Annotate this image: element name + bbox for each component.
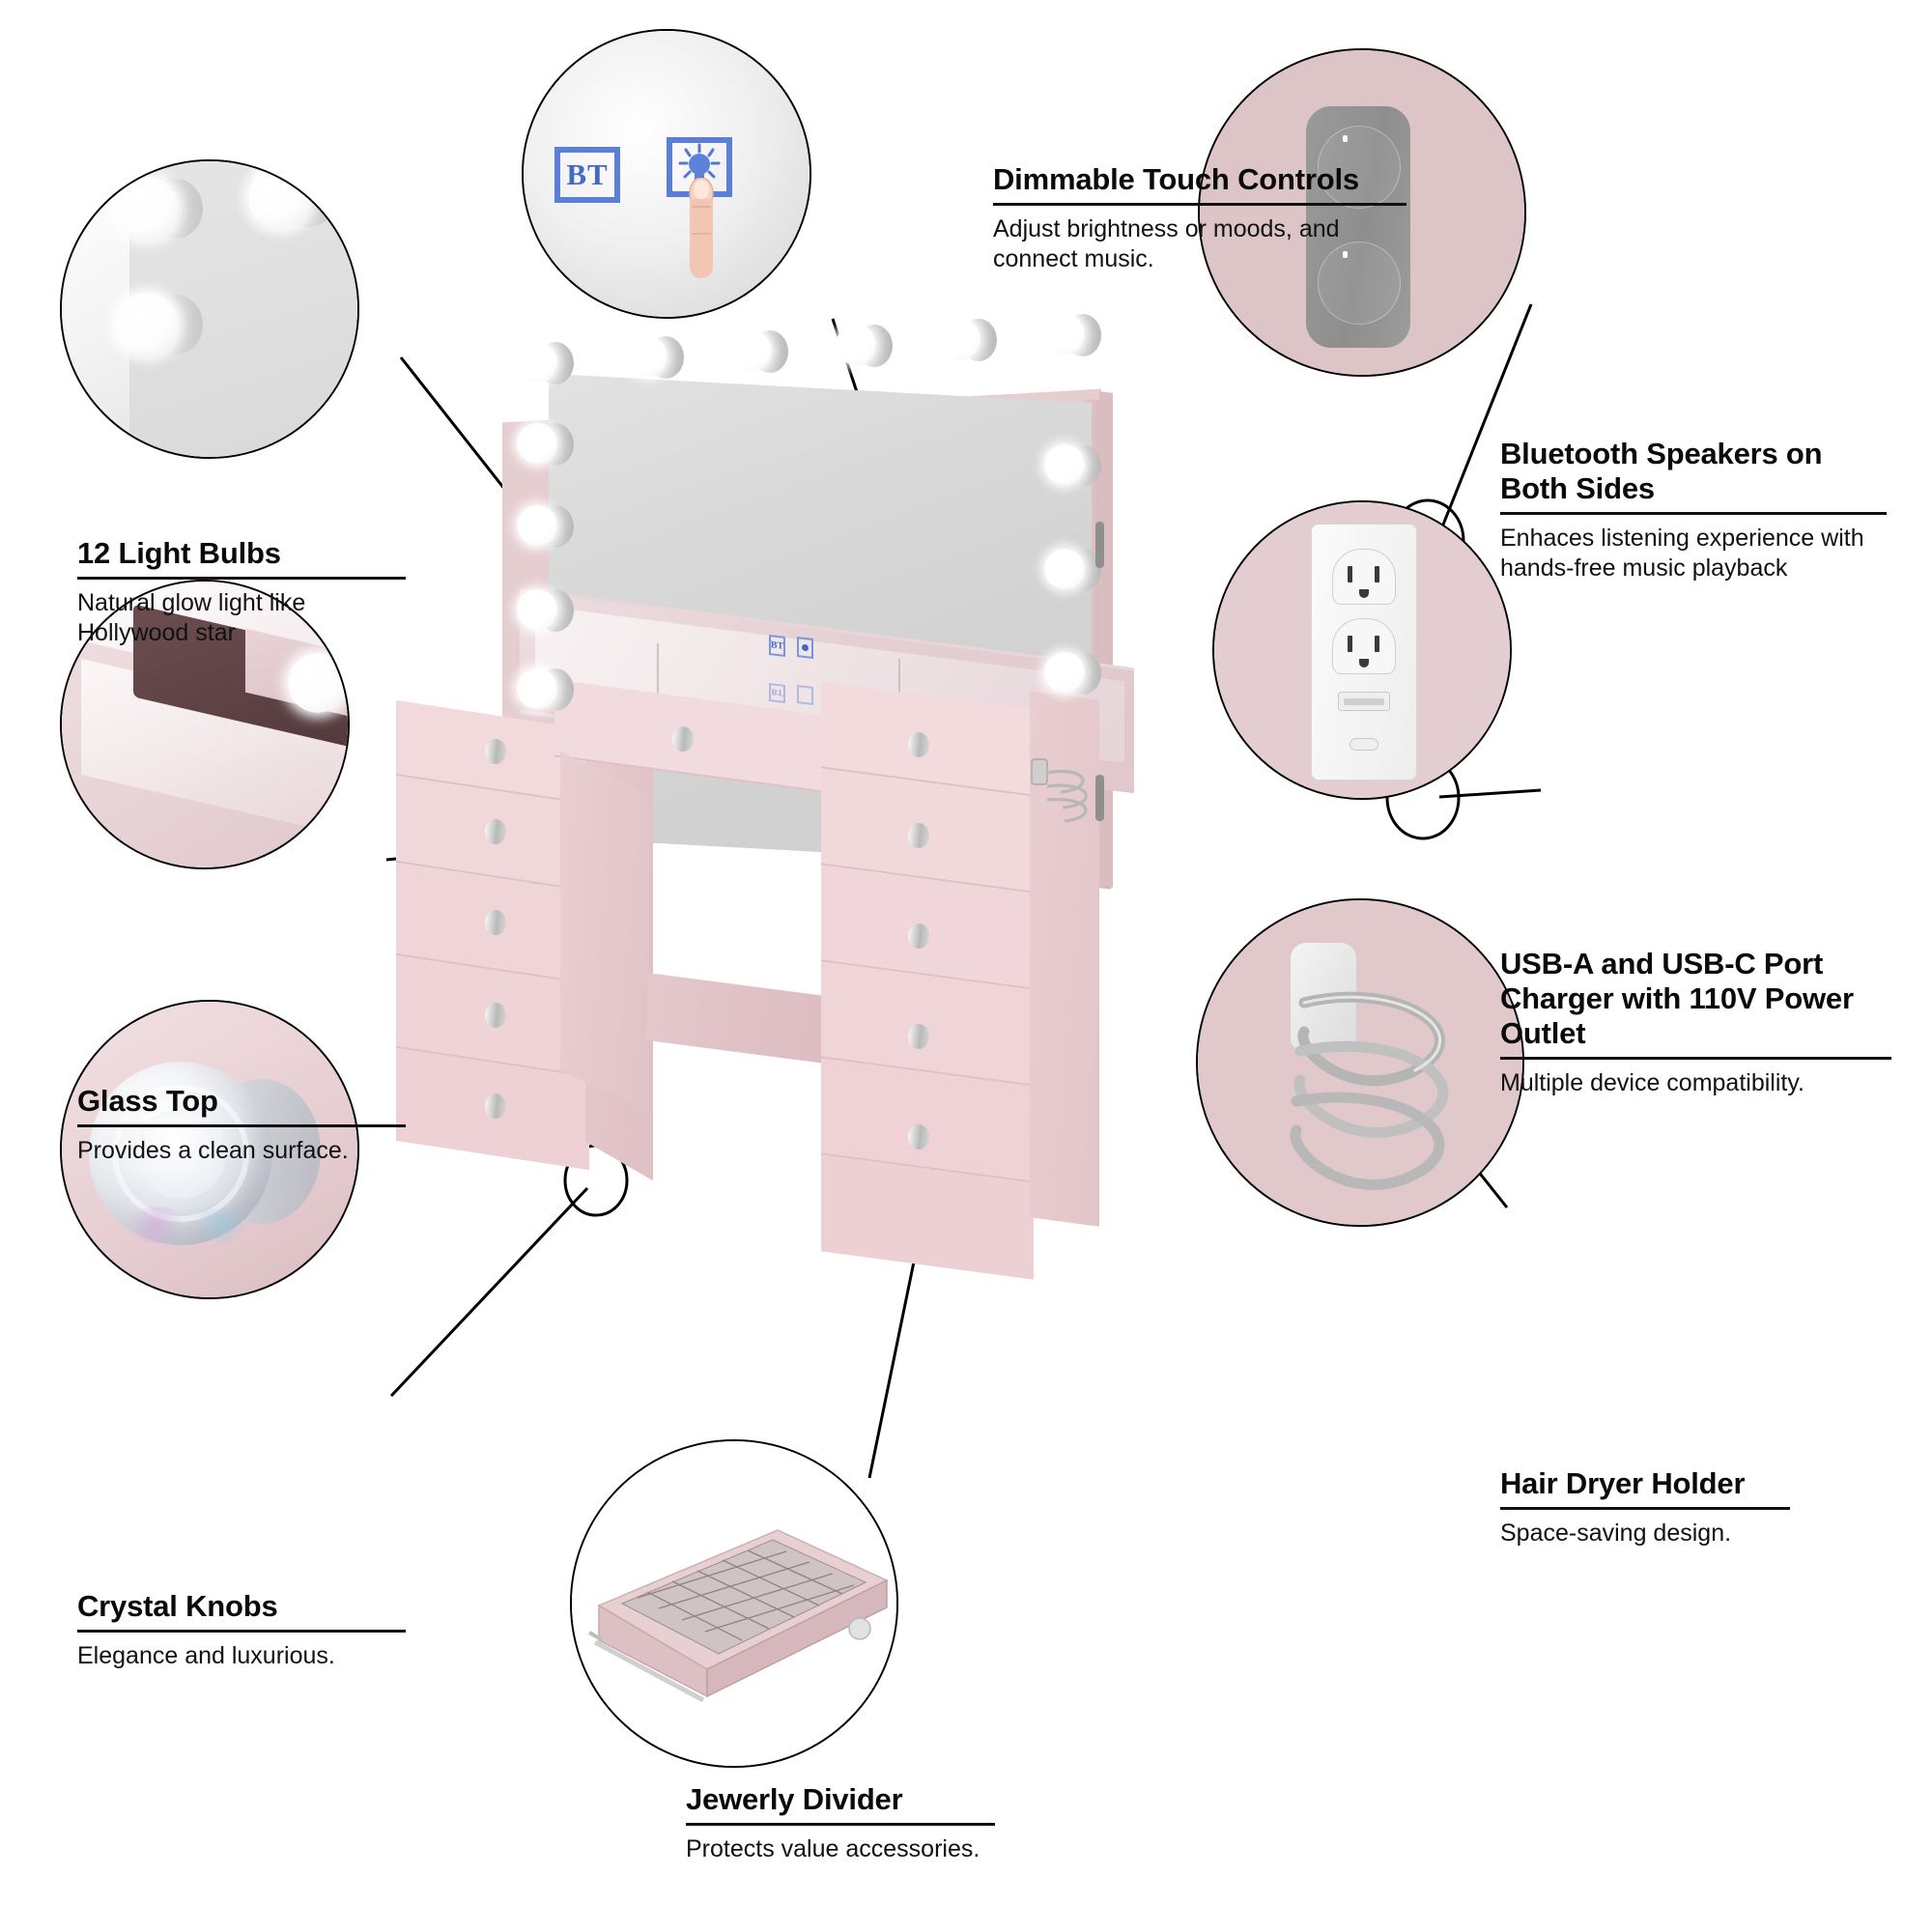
callout-jewerly-divider: Jewerly Divider Protects value accessori… bbox=[686, 1782, 995, 1864]
callout-rule bbox=[1500, 511, 1887, 515]
light-bulb-icon bbox=[1044, 549, 1085, 589]
light-bulb-icon bbox=[517, 423, 557, 464]
callout-description: Space-saving design. bbox=[1500, 1519, 1732, 1547]
callout-glass-top: Glass Top Provides a clean surface. bbox=[77, 1084, 406, 1166]
hair-dryer-holder-icon bbox=[1290, 991, 1449, 1190]
callout-rule bbox=[1500, 1056, 1891, 1060]
callout-title: Bluetooth Speakers on Both Sides bbox=[1500, 437, 1823, 505]
power-outlet-icon bbox=[1095, 775, 1104, 821]
callout-title: USB-A and USB-C Port Charger with 110V P… bbox=[1500, 947, 1854, 1050]
light-bulb-icon bbox=[517, 342, 557, 383]
bubble-touch-controls: BT bbox=[522, 29, 811, 319]
bubble-bluetooth-speakers bbox=[1198, 48, 1526, 377]
callout-title: 12 Light Bulbs bbox=[77, 536, 281, 570]
light-bulb-icon bbox=[1044, 652, 1085, 693]
callout-title: Crystal Knobs bbox=[77, 1589, 278, 1623]
crystal-knob-icon[interactable] bbox=[908, 823, 929, 848]
light-bulb-icon bbox=[731, 330, 772, 371]
vanity-product-image: BT BT bbox=[396, 314, 1420, 1565]
light-bulb-icon bbox=[1044, 314, 1085, 355]
light-bulb-icon bbox=[627, 336, 668, 377]
bubble-crystal-knobs bbox=[60, 1000, 359, 1299]
jewelry-tray-icon bbox=[588, 1529, 889, 1703]
light-bulb-icon bbox=[517, 505, 557, 546]
bt-touch-icon[interactable]: BT bbox=[554, 147, 620, 203]
pointing-finger-icon bbox=[689, 178, 714, 278]
light-bulb-icon bbox=[517, 589, 557, 630]
bubble-glass-top bbox=[60, 580, 350, 869]
crystal-knob-icon[interactable] bbox=[908, 923, 929, 949]
crystal-knob-icon[interactable] bbox=[485, 1094, 506, 1119]
callout-title: Dimmable Touch Controls bbox=[993, 162, 1359, 196]
crystal-knob-icon[interactable] bbox=[908, 1024, 929, 1049]
light-bulb-icon bbox=[836, 325, 876, 365]
callout-rule bbox=[77, 1629, 406, 1633]
bubble-usb-outlet bbox=[1212, 500, 1512, 800]
callout-rule bbox=[686, 1822, 995, 1826]
crystal-knob-icon[interactable] bbox=[908, 732, 929, 757]
crystal-knob-icon[interactable] bbox=[485, 739, 506, 764]
light-bulb-icon bbox=[115, 177, 179, 241]
callout-rule bbox=[1500, 1506, 1790, 1510]
bt-touch-icon[interactable]: BT bbox=[769, 634, 785, 658]
light-bulb-icon bbox=[1044, 444, 1085, 485]
hair-dryer-holder-icon bbox=[1031, 758, 1088, 823]
knee-hole-back-panel bbox=[647, 973, 840, 1065]
callout-description: Natural glow light like Hollywood star bbox=[77, 588, 306, 647]
callout-description: Provides a clean surface. bbox=[77, 1136, 349, 1164]
callout-title: Jewerly Divider bbox=[686, 1782, 903, 1816]
callout-description: Elegance and luxurious. bbox=[77, 1641, 335, 1669]
light-touch-icon-reflection bbox=[797, 684, 813, 706]
crystal-knob-icon[interactable] bbox=[908, 1124, 929, 1150]
light-bulb-icon bbox=[940, 319, 980, 359]
bubble-jewerly-divider bbox=[570, 1439, 898, 1768]
bubble-light-bulbs bbox=[60, 159, 359, 459]
callout-title: Glass Top bbox=[77, 1084, 218, 1118]
callout-title: Hair Dryer Holder bbox=[1500, 1466, 1746, 1500]
bt-label: BT bbox=[566, 157, 609, 191]
callout-description: Enhaces listening experience with hands-… bbox=[1500, 524, 1864, 582]
crystal-knob-icon[interactable] bbox=[672, 726, 694, 752]
callout-rule bbox=[77, 1123, 406, 1127]
light-bulb-icon bbox=[288, 653, 348, 713]
callout-crystal-knobs: Crystal Knobs Elegance and luxurious. bbox=[77, 1589, 406, 1671]
knee-hole-inner-panel bbox=[560, 751, 649, 1114]
callout-rule bbox=[993, 202, 1406, 206]
bt-touch-icon-reflection: BT bbox=[769, 682, 785, 704]
light-touch-icon[interactable] bbox=[797, 636, 813, 660]
crystal-knob-icon[interactable] bbox=[485, 910, 506, 935]
callout-bluetooth-speakers: Bluetooth Speakers on Both Sides Enhaces… bbox=[1500, 437, 1887, 583]
speaker-grille-icon bbox=[1095, 522, 1104, 568]
light-bulb-icon bbox=[115, 293, 179, 356]
light-bulb-icon bbox=[517, 668, 557, 709]
callout-hair-dryer-holder: Hair Dryer Holder Space-saving design. bbox=[1500, 1466, 1790, 1548]
light-bulb-icon bbox=[248, 165, 312, 229]
callout-touch-controls: Dimmable Touch Controls Adjust brightnes… bbox=[993, 162, 1406, 274]
crystal-knob-icon[interactable] bbox=[485, 1003, 506, 1028]
callout-rule bbox=[77, 576, 406, 580]
callout-description: Protects value accessories. bbox=[686, 1834, 980, 1862]
speaker-driver-top bbox=[1318, 126, 1401, 209]
callout-description: Multiple device compatibility. bbox=[1500, 1068, 1804, 1096]
callout-usb-outlet: USB-A and USB-C Port Charger with 110V P… bbox=[1500, 947, 1891, 1098]
crystal-knob-icon[interactable] bbox=[485, 819, 506, 844]
callout-light-bulbs: 12 Light Bulbs Natural glow light like H… bbox=[77, 536, 406, 648]
bubble-hair-dryer-holder bbox=[1196, 898, 1524, 1227]
speaker-driver-bottom bbox=[1318, 242, 1401, 325]
callout-description: Adjust brightness or moods, and connect … bbox=[993, 214, 1340, 273]
usb-c-port-icon bbox=[1350, 738, 1378, 751]
